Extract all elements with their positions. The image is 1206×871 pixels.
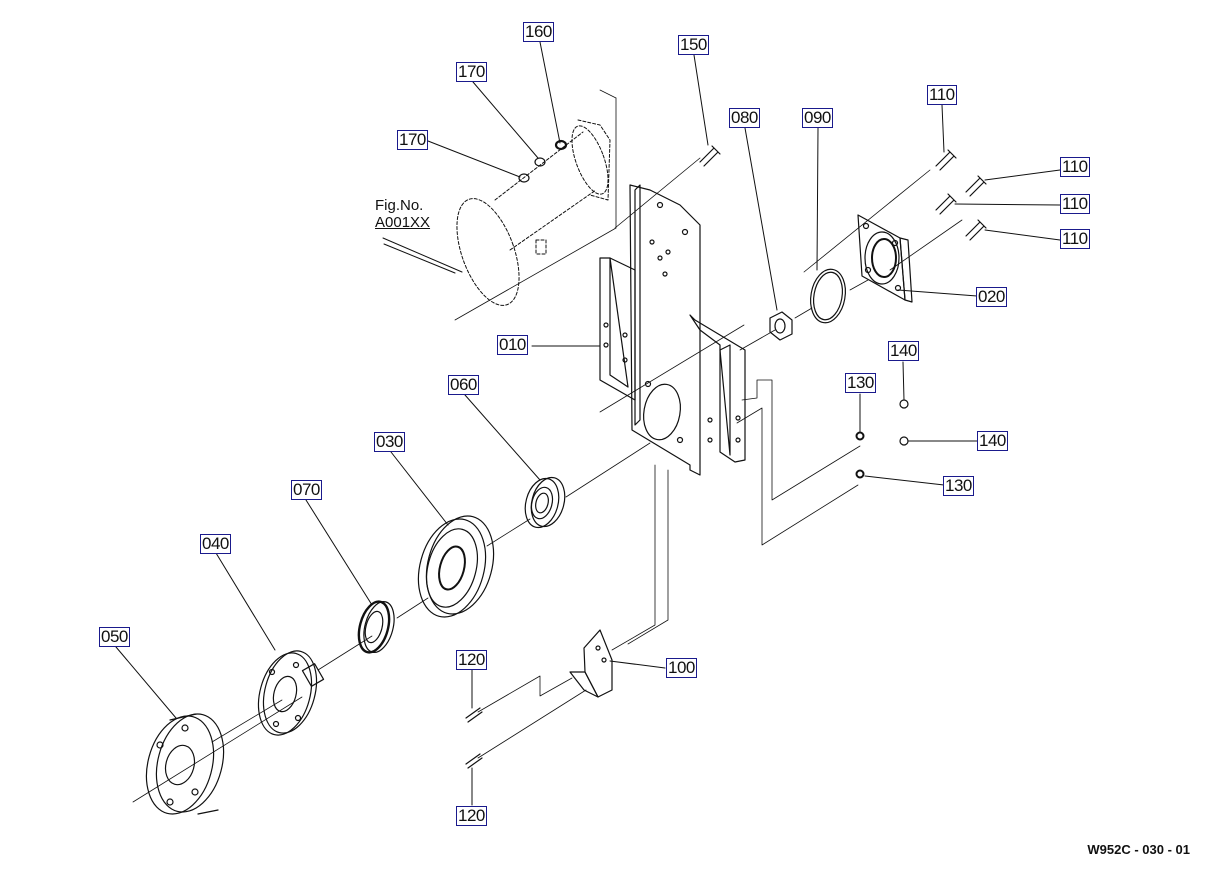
figure-reference: Fig.No. A001XX — [375, 197, 430, 231]
callout-080[interactable]: 080 — [729, 108, 760, 128]
callout-120-lower[interactable]: 120 — [456, 806, 487, 826]
callout-170-upper[interactable]: 170 — [456, 62, 487, 82]
callout-040[interactable]: 040 — [200, 534, 231, 554]
callout-070[interactable]: 070 — [291, 480, 322, 500]
figure-ref-line1: Fig.No. — [375, 197, 424, 214]
callout-140-lower[interactable]: 140 — [977, 431, 1008, 451]
callout-010[interactable]: 010 — [497, 335, 528, 355]
callout-170-lower[interactable]: 170 — [397, 130, 428, 150]
callout-130-lower[interactable]: 130 — [943, 476, 974, 496]
callout-110-3[interactable]: 110 — [1060, 194, 1090, 214]
callout-120-upper[interactable]: 120 — [456, 650, 487, 670]
callout-110-4[interactable]: 110 — [1060, 229, 1090, 249]
callout-020[interactable]: 020 — [976, 287, 1007, 307]
part-040-hub — [250, 645, 325, 741]
callout-140-upper[interactable]: 140 — [888, 341, 919, 361]
part-070-seal — [354, 598, 400, 655]
callout-130-upper[interactable]: 130 — [845, 373, 876, 393]
callout-160[interactable]: 160 — [523, 22, 554, 42]
callout-050[interactable]: 050 — [99, 627, 130, 647]
part-060-bearing — [520, 474, 570, 532]
part-100-bracket — [570, 630, 612, 697]
part-030-pulley — [408, 508, 504, 624]
part-050-flange — [136, 706, 234, 821]
part-010-plate — [600, 185, 745, 475]
part-020-housing — [858, 215, 912, 302]
callout-150[interactable]: 150 — [678, 35, 709, 55]
figure-ref-line2: A001XX — [375, 214, 431, 231]
callout-110-top[interactable]: 110 — [927, 85, 957, 105]
assembly-centerlines — [133, 90, 962, 802]
part-080-nut — [770, 312, 792, 340]
callout-100[interactable]: 100 — [666, 658, 697, 678]
callout-030[interactable]: 030 — [374, 432, 405, 452]
part-090-oring — [807, 266, 850, 325]
callout-110-2[interactable]: 110 — [1060, 157, 1090, 177]
leader-lines — [116, 42, 1060, 805]
diagram-code: W952C - 030 - 01 — [1087, 842, 1190, 857]
fasteners — [466, 141, 986, 768]
callout-090[interactable]: 090 — [802, 108, 833, 128]
callout-060[interactable]: 060 — [448, 375, 479, 395]
